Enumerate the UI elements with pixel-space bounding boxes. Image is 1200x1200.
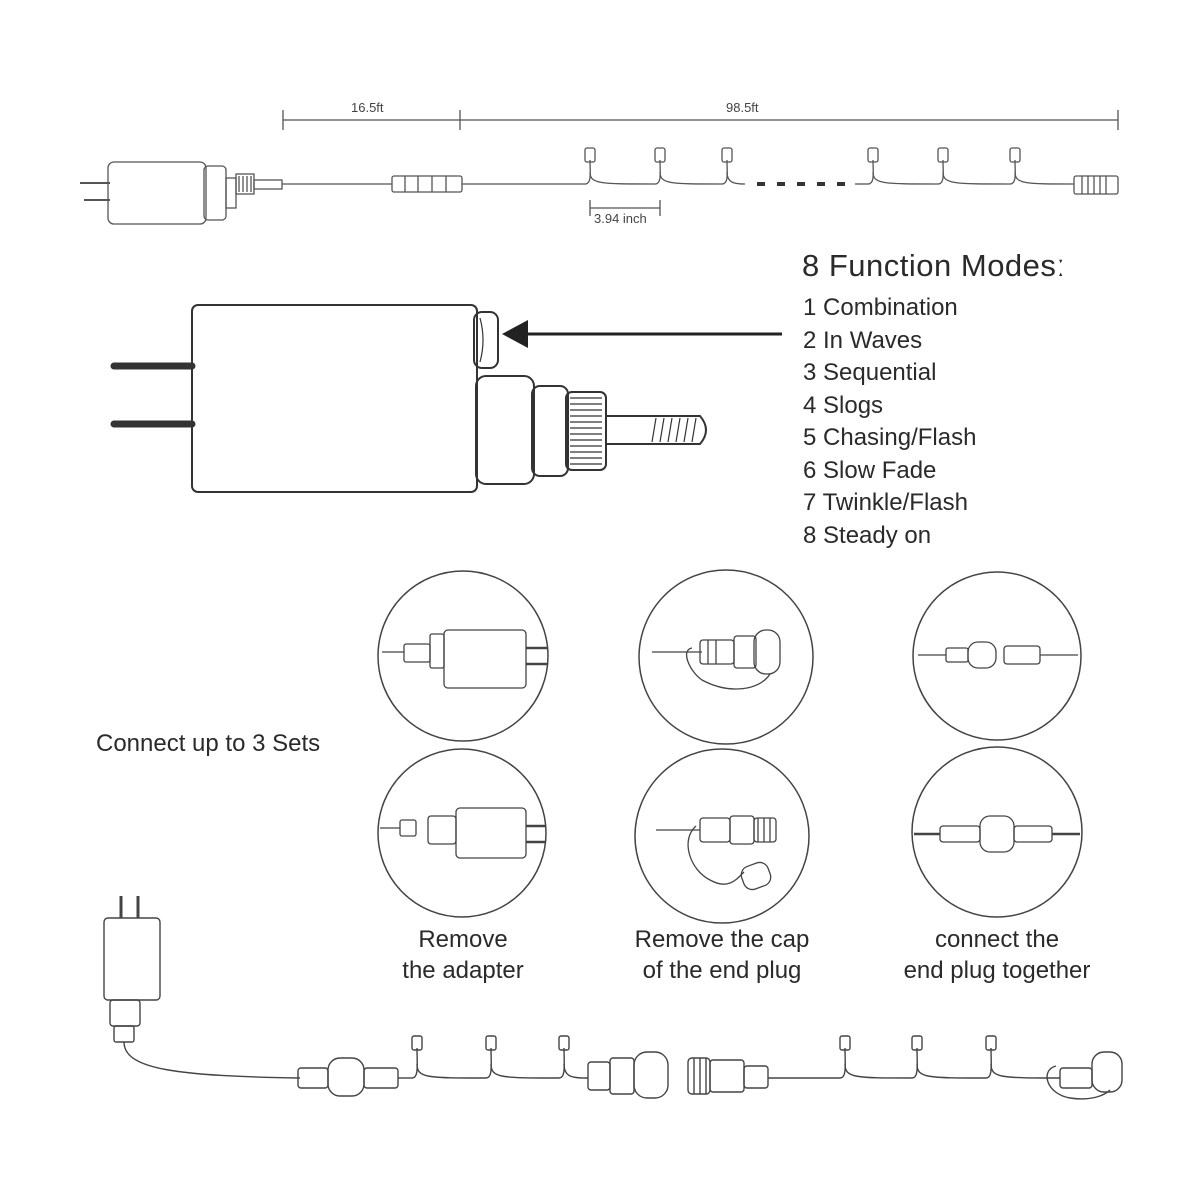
mode-button-icon — [473, 311, 499, 369]
bulbs-right — [855, 147, 1075, 185]
step-circle-cap-removed — [634, 748, 810, 924]
mode-item: 8 Steady on — [803, 521, 932, 549]
step-caption-connect: connect the end plug together — [882, 924, 1112, 986]
modes-title: 8 Function Modesː — [802, 248, 1066, 283]
end-cap-icon — [740, 861, 772, 891]
arrow-left-icon — [502, 320, 782, 348]
step-circle-plugs-apart — [912, 571, 1082, 741]
step-caption-remove-adapter: Remove the adapter — [363, 924, 563, 986]
caption-line: Remove — [418, 926, 508, 953]
caption-line: of the end plug — [642, 957, 802, 984]
connect-sets-label: Connect up to 3 Sets — [96, 730, 321, 757]
bulb-spacing-label: 3.94 inch — [594, 211, 647, 226]
top-power-adapter-icon — [80, 161, 283, 225]
caption-line: connect the — [934, 926, 1060, 953]
bulbs-left — [584, 147, 746, 185]
inline-connector-icon — [391, 175, 463, 193]
bottom-power-adapter-icon — [103, 896, 161, 1043]
bulb-spacing-bracket — [589, 200, 661, 216]
bottom-end-plug-icon — [587, 1051, 669, 1099]
string-length-label: 98.5ft — [726, 100, 759, 115]
step-circle-adapter-removed — [377, 748, 547, 918]
mode-item: 2 In Waves — [803, 326, 923, 354]
top-end-plug-icon — [1073, 175, 1119, 195]
step-circle-end-cap-attached — [638, 569, 814, 745]
lead-length-label: 16.5ft — [351, 100, 384, 115]
mode-item: 6 Slow Fade — [803, 456, 937, 484]
large-power-adapter-icon — [110, 304, 707, 493]
modes-list: 1 Combination 2 In Waves 3 Sequential 4 … — [803, 292, 976, 552]
bottom-connector-icon — [297, 1057, 399, 1097]
step-caption-remove-cap: Remove the cap of the end plug — [612, 924, 832, 986]
bottom-capped-end-icon — [1046, 1051, 1123, 1100]
mode-item: 3 Sequential — [803, 359, 937, 386]
caption-line: Remove the cap — [634, 926, 810, 953]
caption-line: end plug together — [903, 957, 1091, 984]
bottom-receiving-plug-icon — [687, 1057, 769, 1095]
mode-item: 4 Slogs — [803, 391, 884, 419]
step-circle-adapter-attached — [377, 570, 549, 742]
mode-item: 1 Combination — [803, 294, 958, 321]
length-dimension-lines — [282, 110, 1119, 130]
caption-line: the adapter — [402, 957, 524, 984]
step-circle-plugs-connected — [911, 746, 1083, 918]
mode-item: 7 Twinkle/Flash — [803, 489, 968, 516]
mode-item: 5 Chasing/Flash — [803, 424, 977, 451]
